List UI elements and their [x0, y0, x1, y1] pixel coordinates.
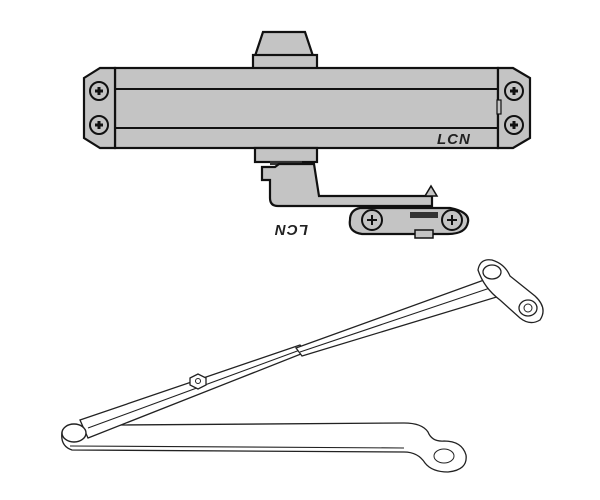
- closer-body: LCN LCN: [82, 66, 532, 238]
- parallel-arm: [61, 259, 544, 473]
- top-cap: [251, 30, 319, 71]
- arm-bracket: [260, 162, 470, 239]
- screw-icon: [89, 81, 109, 101]
- screw-icon: [89, 115, 109, 135]
- logo-top: LCN: [274, 221, 308, 238]
- screw-icon: [504, 115, 524, 135]
- logo-bottom: LCN: [437, 131, 471, 148]
- screw-icon: [504, 81, 524, 101]
- spindle-housing: [253, 146, 319, 165]
